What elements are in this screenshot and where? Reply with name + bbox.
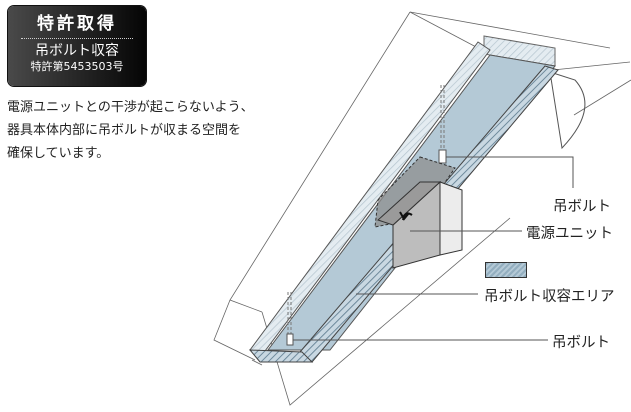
bottom-end-cap — [248, 349, 314, 363]
legend-swatch-bolt-area — [485, 262, 527, 278]
description-line: 電源ユニットとの干渉が起こらないよう、 — [7, 100, 254, 115]
description-line: 確保しています。 — [7, 146, 110, 161]
badge-patent-number: 特許第5453503号 — [30, 60, 124, 73]
description-text: 電源ユニットとの干渉が起こらないよう、 器具本体内部に吊ボルトが収まる空間を 確… — [7, 96, 254, 165]
patent-badge: 特許取得 吊ボルト収容 特許第5453503号 — [8, 6, 146, 86]
badge-title: 特許取得 — [37, 14, 117, 34]
ceiling-outline — [213, 11, 631, 406]
leader-lines — [293, 156, 574, 341]
badge-subtitle: 吊ボルト収容 — [35, 43, 119, 59]
badge-divider — [21, 38, 133, 39]
label-power-unit: 電源ユニット — [526, 226, 613, 242]
label-bolt-area: 吊ボルト収容エリア — [484, 289, 615, 305]
end-cap — [549, 71, 586, 150]
label-hanging-bolt-bottom: 吊ボルト — [552, 335, 610, 351]
description-line: 器具本体内部に吊ボルトが収まる空間を — [7, 123, 242, 138]
power-unit — [377, 180, 463, 269]
label-hanging-bolt-top: 吊ボルト — [553, 199, 611, 215]
